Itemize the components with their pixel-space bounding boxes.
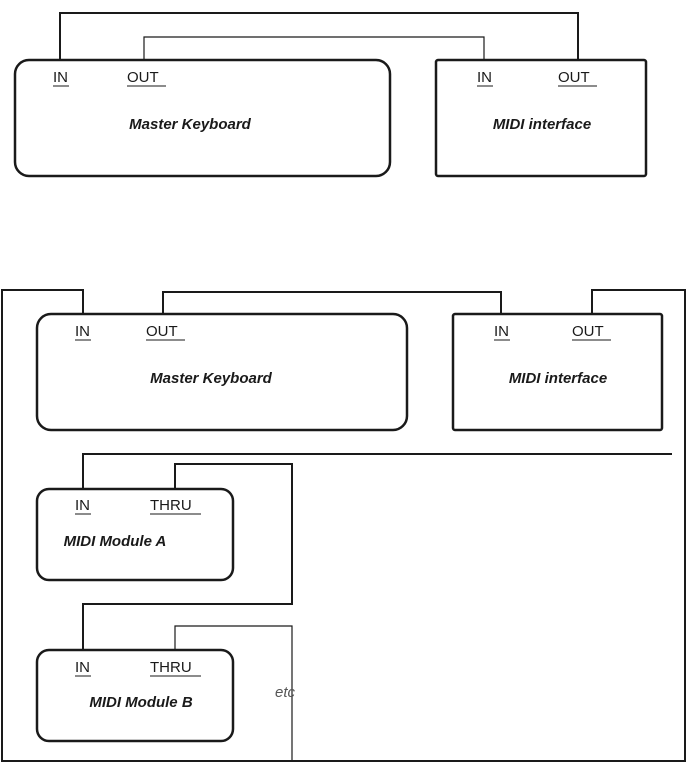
keyboard-out-port-label: OUT [127,69,159,86]
module-b-thru-port-label: THRU [150,659,192,676]
cable-module-a-thru-to-module-b-in [82,463,293,650]
module-a-title: MIDI Module A [64,533,167,550]
cable-to-module-a-in [82,453,672,489]
interface-title: MIDI interface [509,370,607,387]
cable-keyboard-in-to-interface-out-loop [1,289,686,762]
interface-in-port-label: IN [494,323,509,340]
continuation-note: etc [275,684,296,701]
diagram-2-thru-chain-setup: IN OUT Master Keyboard IN OUT MIDI inter… [1,289,686,762]
keyboard-in-port-label: IN [53,69,68,86]
midi-module-b-device: IN THRU MIDI Module B [35,648,235,743]
midi-interface-box [451,312,664,432]
module-a-thru-port-label: THRU [150,497,192,514]
master-keyboard-box [35,312,409,432]
midi-interface-device-1: IN OUT MIDI interface [434,58,648,178]
midi-interface-box [434,58,648,178]
midi-interface-device-2: IN OUT MIDI interface [451,312,664,432]
keyboard-out-port-label: OUT [146,323,178,340]
master-keyboard-device-2: IN OUT Master Keyboard [35,312,409,432]
keyboard-in-port-label: IN [75,323,90,340]
interface-out-port-label: OUT [572,323,604,340]
module-a-in-port-label: IN [75,497,90,514]
master-keyboard-box [13,58,392,178]
midi-module-a-device: IN THRU MIDI Module A [35,487,235,582]
keyboard-title: Master Keyboard [129,116,252,133]
diagram-1-simple-setup: IN OUT Master Keyboard IN OUT MIDI inter… [13,12,648,178]
interface-out-port-label: OUT [558,69,590,86]
interface-title: MIDI interface [493,116,591,133]
master-keyboard-device-1: IN OUT Master Keyboard [13,58,392,178]
cable-keyboard-out-to-interface-in [162,291,502,314]
interface-in-port-label: IN [477,69,492,86]
module-b-in-port-label: IN [75,659,90,676]
midi-module-b-box [35,648,235,743]
cable-keyboard-out-to-interface-in [143,36,485,60]
module-b-title: MIDI Module B [89,694,192,711]
cable-keyboard-in-to-interface-out [59,12,579,60]
keyboard-title: Master Keyboard [150,370,273,387]
midi-module-a-box [35,487,235,582]
cable-module-b-thru-continuation [174,625,293,761]
